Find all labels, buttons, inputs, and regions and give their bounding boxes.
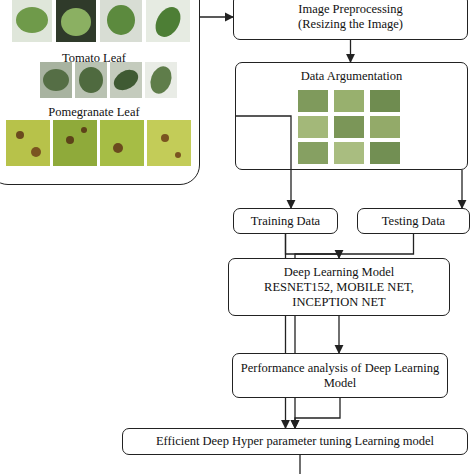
continuation-line xyxy=(299,455,300,474)
augmented-photo xyxy=(370,90,400,112)
box-label: Deep Learning Model RESNET152, MOBILE NE… xyxy=(254,265,424,310)
dataset-panel: Tomato LeafPomegranate Leaf xyxy=(0,0,200,185)
flow-arrow xyxy=(200,16,233,17)
leaf-shape xyxy=(147,63,175,96)
panel-label: Data Argumentation xyxy=(236,69,467,84)
leaf-photo xyxy=(53,120,97,166)
leaf-shape xyxy=(150,3,185,42)
leaf-photo-row xyxy=(40,62,177,98)
box-label: Training Data xyxy=(251,214,320,229)
leaf-shape xyxy=(61,8,91,36)
leaf-photo xyxy=(145,62,177,98)
leaf-shape xyxy=(79,67,103,93)
augmentation-grid xyxy=(298,90,400,164)
leaf-photo xyxy=(56,0,96,42)
tuning-box: Efficient Deep Hyper parameter tuning Le… xyxy=(122,428,468,455)
data-box: Training Data xyxy=(233,208,338,234)
flow-arrow xyxy=(350,40,351,62)
leaf-spot xyxy=(175,152,181,158)
leaf-photo xyxy=(40,62,72,98)
flow-arrow xyxy=(461,170,462,208)
augmented-photo xyxy=(370,142,400,164)
leaf-photo xyxy=(110,62,142,98)
leaf-spot xyxy=(161,134,169,142)
analysis-box: Performance analysis of Deep Learning Mo… xyxy=(232,353,448,398)
flow-arrow xyxy=(235,116,291,208)
leaf-spot xyxy=(16,131,24,139)
leaf-photo-row xyxy=(6,120,191,166)
leaf-spot xyxy=(66,136,74,144)
process-box: Image Preprocessing (Resizing the Image) xyxy=(233,0,468,40)
box-label: Efficient Deep Hyper parameter tuning Le… xyxy=(156,434,434,449)
leaf-shape xyxy=(43,69,69,91)
flow-arrow xyxy=(295,398,340,428)
augmented-photo xyxy=(334,142,364,164)
leaf-photo xyxy=(100,0,142,42)
leaf-spot xyxy=(113,143,123,153)
leaf-shape xyxy=(107,5,135,35)
augmentation-box: Data Argumentation xyxy=(235,62,468,170)
leaf-shape xyxy=(16,7,48,33)
augmented-photo xyxy=(298,90,328,112)
augmented-photo xyxy=(298,142,328,164)
leaf-photo xyxy=(147,120,191,166)
box-label: Image Preprocessing (Resizing the Image) xyxy=(276,2,426,32)
panel-label: Pomegranate Leaf xyxy=(0,105,199,120)
leaf-photo-row xyxy=(12,0,190,42)
panel-label: Tomato Leaf xyxy=(0,51,199,66)
model-box: Deep Learning Model RESNET152, MOBILE NE… xyxy=(228,258,450,316)
augmented-photo xyxy=(298,116,328,138)
box-label: Performance analysis of Deep Learning Mo… xyxy=(238,361,443,391)
augmented-photo xyxy=(334,90,364,112)
leaf-photo xyxy=(6,120,50,166)
leaf-photo xyxy=(100,120,144,166)
box-label: Testing Data xyxy=(382,214,445,229)
leaf-shape xyxy=(110,66,142,95)
flow-arrow xyxy=(338,316,339,353)
leaf-spot xyxy=(81,127,87,133)
leaf-photo xyxy=(12,0,52,42)
data-box: Testing Data xyxy=(357,208,470,234)
leaf-photo xyxy=(75,62,107,98)
leaf-photo xyxy=(146,0,190,42)
augmented-photo xyxy=(370,116,400,138)
augmented-photo xyxy=(334,116,364,138)
leaf-spot xyxy=(31,147,41,157)
